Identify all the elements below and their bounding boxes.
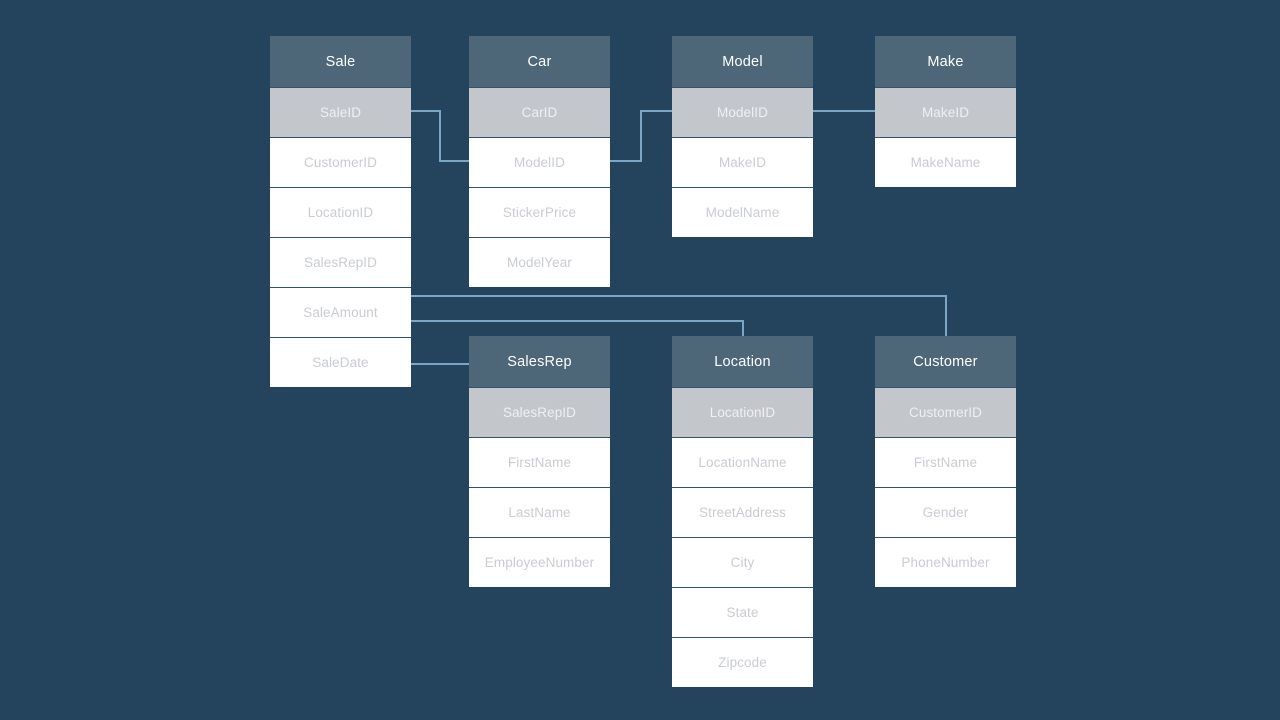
entity-field[interactable]: StickerPrice — [469, 187, 610, 237]
relationship-line — [610, 110, 672, 162]
entity-title: Sale — [270, 36, 411, 87]
entity-field[interactable]: LocationName — [672, 437, 813, 487]
entity-field[interactable]: State — [672, 587, 813, 637]
entity-title: Car — [469, 36, 610, 87]
primary-key-field[interactable]: SaleID — [270, 87, 411, 137]
relationship-line — [410, 295, 947, 336]
entity-field[interactable]: SalesRepID — [270, 237, 411, 287]
entity-field[interactable]: FirstName — [875, 437, 1016, 487]
entity-field[interactable]: City — [672, 537, 813, 587]
entity-field[interactable]: LastName — [469, 487, 610, 537]
entity-field[interactable]: PhoneNumber — [875, 537, 1016, 587]
entity-field[interactable]: ModelName — [672, 187, 813, 237]
entity-field[interactable]: CustomerID — [270, 137, 411, 187]
entity-title: Location — [672, 336, 813, 387]
entity-title: Make — [875, 36, 1016, 87]
relationship-line — [410, 110, 469, 162]
entity-title: SalesRep — [469, 336, 610, 387]
entity-field[interactable]: MakeName — [875, 137, 1016, 187]
entity-field[interactable]: ModelYear — [469, 237, 610, 287]
entity-field[interactable]: LocationID — [270, 187, 411, 237]
entity-field[interactable]: EmployeeNumber — [469, 537, 610, 587]
primary-key-field[interactable]: MakeID — [875, 87, 1016, 137]
entity-title: Customer — [875, 336, 1016, 387]
entity-field[interactable]: MakeID — [672, 137, 813, 187]
entity-field[interactable]: Zipcode — [672, 637, 813, 687]
primary-key-field[interactable]: CustomerID — [875, 387, 1016, 437]
entity-field[interactable]: SaleAmount — [270, 287, 411, 337]
primary-key-field[interactable]: LocationID — [672, 387, 813, 437]
entity-field[interactable]: Gender — [875, 487, 1016, 537]
entity-field[interactable]: ModelID — [469, 137, 610, 187]
entity-field[interactable]: SaleDate — [270, 337, 411, 387]
entity-field[interactable]: StreetAddress — [672, 487, 813, 537]
primary-key-field[interactable]: SalesRepID — [469, 387, 610, 437]
entity-title: Model — [672, 36, 813, 87]
entity-field[interactable]: FirstName — [469, 437, 610, 487]
relationship-line — [410, 320, 744, 336]
primary-key-field[interactable]: CarID — [469, 87, 610, 137]
primary-key-field[interactable]: ModelID — [672, 87, 813, 137]
